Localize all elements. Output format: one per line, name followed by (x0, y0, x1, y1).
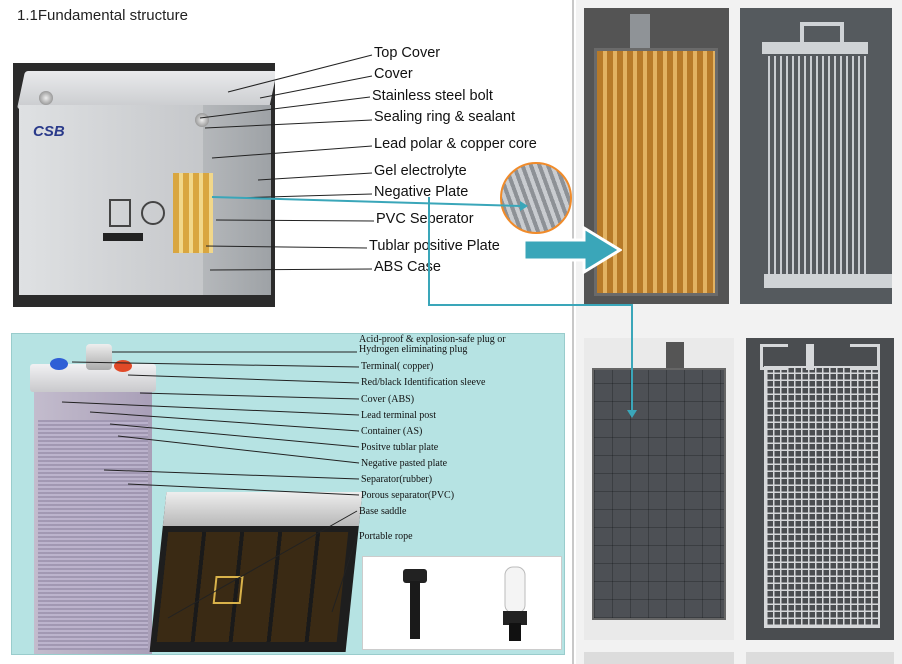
document-page: 1.1Fundamental structure CSB Top Cover C… (11, 0, 574, 664)
grid-spines (768, 56, 866, 284)
photo-thumbnail (584, 652, 734, 664)
arrow-right-icon (522, 226, 622, 274)
plate-lug (666, 342, 684, 374)
section-title: 1.1Fundamental structure (17, 7, 188, 24)
label-identification-sleeve: Red/black Identification sleeve (361, 377, 486, 388)
recycle-symbol-icon (141, 201, 165, 225)
opzv-container (38, 420, 148, 650)
plug-icon (86, 344, 112, 370)
white-plug-icon (503, 566, 527, 641)
battery-case-side (203, 105, 271, 295)
zoom-detail-circle (500, 162, 572, 234)
black-plug-icon (403, 569, 427, 639)
battery-label-strip (103, 233, 143, 241)
recycle-symbol-icon (212, 576, 244, 604)
negative-grid-photo (746, 338, 894, 640)
label-positive-tubular: Positve tublar plate (361, 442, 439, 453)
label-top-cover: Top Cover (374, 45, 441, 61)
label-gel-electrolyte: Gel electrolyte (374, 163, 467, 179)
gel-battery-photo: CSB (13, 63, 275, 307)
terminal-bolt (195, 113, 209, 127)
block-battery-illustration (149, 492, 363, 652)
block-battery-cover (162, 492, 363, 526)
bin-symbol-icon (109, 199, 131, 227)
grid-lug (806, 344, 814, 370)
opzv-battery-illustration (30, 344, 156, 654)
plate-lug (630, 14, 650, 54)
label-separator-rubber: Separator(rubber) (361, 474, 433, 485)
label-cover-abs: Cover (ABS) (361, 394, 415, 405)
label-pvc-separator: PVC Seperator (376, 211, 474, 227)
label-lead-polar: Lead polar & copper core (374, 136, 537, 152)
cutaway-plates (173, 173, 213, 253)
label-terminal-copper: Terminal( copper) (361, 361, 434, 372)
label-portable-rope: Portable rope (359, 531, 413, 542)
label-lead-terminal-post: Lead terminal post (361, 410, 436, 421)
positive-terminal-icon (114, 360, 132, 372)
plug-photo (362, 556, 562, 650)
terminal-bolt (39, 91, 53, 105)
label-negative-plate: Negative Plate (374, 184, 469, 200)
label-porous-separator: Porous separator(PVC) (361, 490, 455, 501)
block-battery-cells (156, 532, 349, 642)
positive-grid-photo (740, 8, 892, 304)
label-container-as: Container (AS) (361, 426, 423, 437)
negative-terminal-icon (50, 358, 68, 370)
label-cover: Cover (374, 66, 413, 82)
battery-top-cover (16, 71, 275, 109)
label-base-saddle: Base saddle (359, 506, 407, 517)
label-tubular-positive: Tublar positive Plate (369, 238, 500, 254)
photo-thumbnail (746, 652, 894, 664)
grid-lug (800, 22, 844, 46)
pasted-plate (592, 368, 726, 620)
grid-top-bar (762, 42, 868, 54)
label-abs-case: ABS Case (374, 259, 441, 275)
label-hydrogen-plug: Hydrogen eliminating plug (359, 344, 468, 355)
grid-bottom-bar (764, 274, 892, 288)
grid-mesh (764, 366, 880, 628)
label-negative-pasted: Negative pasted plate (361, 458, 448, 469)
label-sealing-ring: Sealing ring & sealant (374, 109, 516, 125)
negative-pasted-plate-photo (584, 338, 734, 640)
label-stainless-bolt: Stainless steel bolt (372, 88, 493, 104)
battery-logo: CSB (33, 123, 65, 140)
